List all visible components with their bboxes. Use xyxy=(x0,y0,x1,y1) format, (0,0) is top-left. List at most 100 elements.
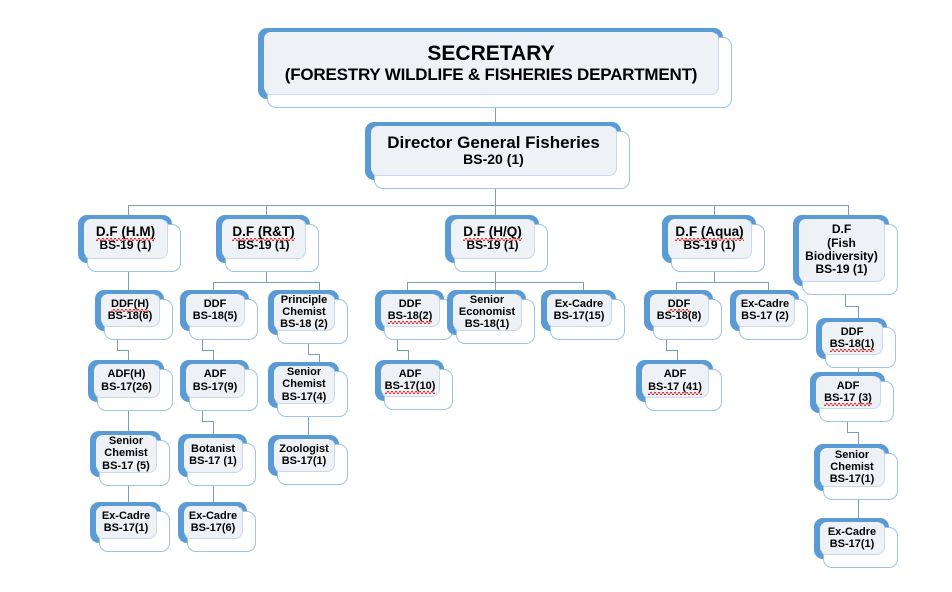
node-face: D.F (R&T) BS-19 (1) xyxy=(221,218,306,259)
node-face: SECRETARY (FORESTRY WILDLIFE & FISHERIES… xyxy=(263,31,719,95)
connector-rtddf-to-adf xyxy=(213,350,214,360)
node-title: Ex-Cadre xyxy=(740,297,790,310)
node-fb-adf[interactable]: ADF BS-17 (3) xyxy=(810,372,894,422)
node-director-general[interactable]: Director General Fisheries BS-20 (1) xyxy=(365,122,630,189)
connector-rtddf-elbow xyxy=(202,350,213,351)
node-hm-adf[interactable]: ADF(H) BS-17(26) xyxy=(88,360,173,411)
node-aqua-adf[interactable]: ADF BS-17 (41) xyxy=(636,360,722,411)
connector-bus-aqua xyxy=(714,205,715,215)
node-title: Botanist xyxy=(191,442,235,455)
node-title: Senior xyxy=(834,448,870,461)
node-df-hm[interactable]: D.F (H.M) BS-19 (1) xyxy=(78,215,181,272)
node-rt-botanist[interactable]: Botanist BS-17 (1) xyxy=(178,434,256,486)
connector-hq-down xyxy=(495,272,496,282)
node-secretary[interactable]: SECRETARY (FORESTRY WILDLIFE & FISHERIES… xyxy=(258,28,732,108)
node-hq-ddf[interactable]: DDF BS-18(2) xyxy=(375,290,453,340)
node-hm-ddf[interactable]: DDF(H) BS-18(6) xyxy=(95,290,173,340)
connector-hq-to-ddf xyxy=(407,282,408,290)
node-df-fish-biodiversity[interactable]: D.F (Fish Biodiversity) BS-19 (1) xyxy=(793,215,898,295)
connector-fbadf-elbow xyxy=(847,432,858,433)
node-face: Ex-Cadre BS-17(1) xyxy=(819,521,885,555)
node-title: Senior xyxy=(469,293,505,306)
node-title: Zoologist xyxy=(279,442,329,455)
connector-hq-to-excadre xyxy=(583,282,584,290)
connector-dg-down xyxy=(495,189,496,205)
node-grade: BS-17 (3) xyxy=(824,392,872,407)
node-rt-adf[interactable]: ADF BS-17(9) xyxy=(180,360,258,411)
node-grade: BS-17(10) xyxy=(384,380,436,395)
node-rt-ddf[interactable]: DDF BS-18(5) xyxy=(180,290,258,340)
node-face: Director General Fisheries BS-20 (1) xyxy=(370,125,617,176)
node-title-cont: Economist xyxy=(458,305,516,318)
node-title: Principle xyxy=(280,293,328,306)
node-face: Ex-Cadre BS-17(6) xyxy=(183,505,243,539)
node-df-rt[interactable]: D.F (R&T) BS-19 (1) xyxy=(216,215,319,272)
node-title: DDF xyxy=(398,297,422,310)
node-title: DDF(H) xyxy=(111,297,149,313)
connector-fish-to-ddf xyxy=(858,306,859,318)
node-grade: BS-17(1) xyxy=(829,473,875,486)
node-title: SECRETARY xyxy=(427,41,555,65)
node-grade: BS-19 (1) xyxy=(99,238,152,253)
node-title: DDF xyxy=(203,297,227,310)
node-hq-senior-economist[interactable]: Senior Economist BS-18(1) xyxy=(447,290,535,344)
connector-hmsnrchem-to-excadre xyxy=(128,486,129,502)
connector-hqddf-to-adf xyxy=(408,350,409,360)
node-df-hq[interactable]: D.F (H/Q) BS-19 (1) xyxy=(445,215,548,272)
node-rt-ex-cadre[interactable]: Ex-Cadre BS-17(6) xyxy=(178,502,256,552)
connector-hm-down xyxy=(128,272,129,290)
node-title: Ex-Cadre xyxy=(101,509,151,522)
node-face: ADF BS-17 (3) xyxy=(815,375,881,409)
node-grade: BS-17(4) xyxy=(281,390,327,403)
node-face: ADF BS-17(9) xyxy=(185,363,245,398)
connector-rt-bus xyxy=(213,282,319,283)
node-title: D.F (Aqua) xyxy=(675,224,744,242)
connector-hq-to-economist xyxy=(495,282,496,290)
node-title-cont: Chemist xyxy=(282,378,326,391)
node-grade: BS-18 (2) xyxy=(280,318,328,331)
node-face: DDF(H) BS-18(6) xyxy=(100,293,160,327)
node-hq-adf[interactable]: ADF BS-17(10) xyxy=(375,360,453,410)
node-title: Senior xyxy=(108,435,144,448)
node-grade: BS-17(15) xyxy=(553,310,605,322)
node-face: ADF BS-17 (41) xyxy=(641,363,709,398)
node-aqua-ddf[interactable]: DDF BS-18(8) xyxy=(644,290,722,340)
node-face: Senior Chemist BS-17(4) xyxy=(273,365,335,404)
node-face: ADF BS-17(10) xyxy=(380,363,440,397)
node-grade: BS-18(6) xyxy=(107,310,153,322)
node-hm-senior-chemist[interactable]: Senior Chemist BS-17 (5) xyxy=(90,431,170,486)
node-grade: BS-17(9) xyxy=(192,380,238,393)
node-hq-ex-cadre[interactable]: Ex-Cadre BS-17(15) xyxy=(541,290,625,340)
connector-fbadf-to-snrchem xyxy=(858,432,859,444)
node-title: Ex-Cadre xyxy=(554,297,604,310)
node-fb-ddf[interactable]: DDF BS-18(1) xyxy=(816,318,896,368)
node-grade: BS-18(8) xyxy=(656,310,702,322)
connector-rtadf-to-botanist xyxy=(213,421,214,434)
node-pc-zoologist[interactable]: Zoologist BS-17(1) xyxy=(268,435,348,485)
node-principle-chemist[interactable]: Principle Chemist BS-18 (2) xyxy=(268,290,348,344)
node-fb-ex-cadre[interactable]: Ex-Cadre BS-17(1) xyxy=(814,518,898,568)
node-aqua-ex-cadre[interactable]: Ex-Cadre BS-17 (2) xyxy=(730,290,808,340)
node-title-cont2: Biodiversity) xyxy=(805,249,878,263)
connector-hmadf-to-snrchem xyxy=(128,411,129,431)
node-df-aqua[interactable]: D.F (Aqua) BS-19 (1) xyxy=(662,215,765,272)
node-title: ADF xyxy=(398,367,422,380)
node-title: D.F xyxy=(831,222,852,237)
connector-hmddf-elbow xyxy=(117,350,128,351)
node-face: Ex-Cadre BS-17(15) xyxy=(546,293,612,327)
connector-secretary-dg xyxy=(495,108,496,130)
node-title: ADF xyxy=(663,368,687,381)
node-hm-ex-cadre[interactable]: Ex-Cadre BS-17(1) xyxy=(90,502,170,552)
connector-fbadf-down xyxy=(847,422,848,432)
node-grade: BS-18(1) xyxy=(464,318,510,331)
node-title: ADF xyxy=(836,379,860,392)
connector-rt-to-ddf xyxy=(213,282,214,290)
node-title: ADF(H) xyxy=(107,368,146,381)
node-title: D.F (H.M) xyxy=(95,224,156,242)
node-fb-senior-chemist[interactable]: Senior Chemist BS-17(1) xyxy=(814,444,898,500)
node-pc-senior-chemist[interactable]: Senior Chemist BS-17(4) xyxy=(268,362,348,417)
node-grade: BS-19 (1) xyxy=(237,238,290,253)
connector-aqddf-to-adf xyxy=(677,350,678,360)
node-grade: BS-17 (1) xyxy=(189,455,237,467)
connector-pcsnrchem-to-zoologist xyxy=(308,417,309,435)
